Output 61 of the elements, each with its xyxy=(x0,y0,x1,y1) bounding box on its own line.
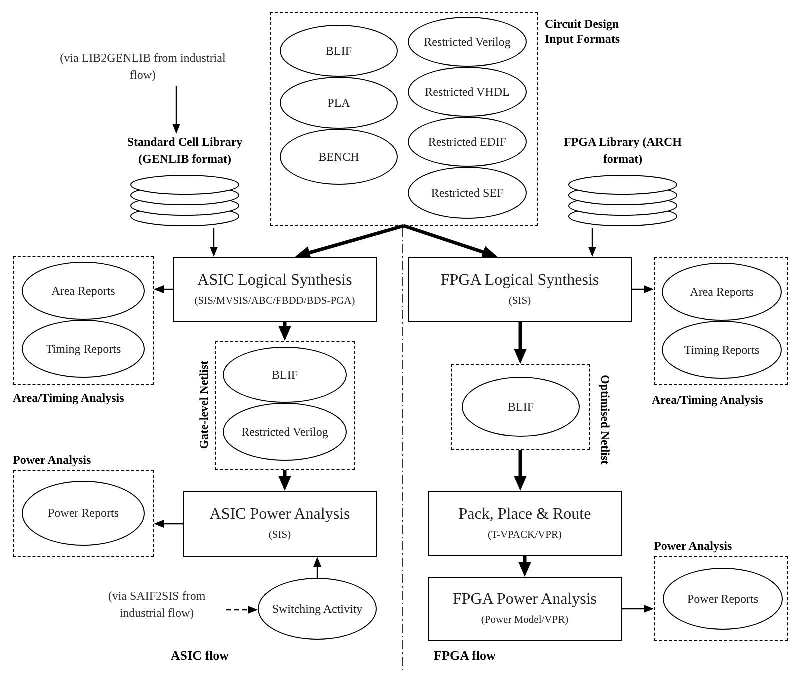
format-ellipse: Restricted SEF xyxy=(408,167,527,219)
format-ellipse: Timing Reports xyxy=(22,320,145,378)
tool-label: (SIS) xyxy=(508,294,532,308)
arrow xyxy=(210,228,218,257)
flow-label: FPGA flow xyxy=(433,647,497,665)
process-title: ASIC Power Analysis xyxy=(210,505,350,526)
process-box xyxy=(408,257,632,322)
tool-label: (T-VPACK/VPR) xyxy=(488,528,562,542)
process-box xyxy=(183,491,377,557)
group-heading: Power Analysis xyxy=(13,452,92,468)
format-ellipse: BLIF xyxy=(462,377,580,437)
group-heading: Area/Timing Analysis xyxy=(13,390,124,406)
format-ellipse: Power Reports xyxy=(663,568,783,630)
process-title: Pack, Place & Route xyxy=(458,504,592,525)
process-title: ASIC Logical Synthesis xyxy=(198,270,352,291)
arrow xyxy=(632,286,654,294)
group-heading: Power Analysis xyxy=(654,538,732,554)
process-box xyxy=(428,491,622,556)
tool-label: (SIS) xyxy=(268,529,292,543)
format-ellipse: BLIF xyxy=(223,347,347,403)
format-ellipse: Power Reports xyxy=(22,481,145,546)
arrow xyxy=(295,224,404,260)
format-ellipse: Switching Activity xyxy=(258,578,377,640)
group-heading: Area/Timing Analysis xyxy=(652,392,764,408)
arrow xyxy=(278,470,292,491)
arrow xyxy=(226,606,258,614)
tool-label: (SIS/MVSIS/ABC/FBDD/BDS-PGA) xyxy=(194,294,356,308)
arrow xyxy=(154,520,183,528)
arrow xyxy=(403,224,498,258)
format-ellipse: Restricted Verilog xyxy=(223,403,347,461)
arrow xyxy=(172,86,180,134)
format-ellipse: Restricted VHDL xyxy=(408,67,527,117)
process-title: FPGA Power Analysis xyxy=(452,590,598,610)
source-note: (via LIB2GENLIB from industrial flow) xyxy=(48,50,238,86)
process-box xyxy=(173,257,377,322)
arrow xyxy=(314,557,322,578)
format-ellipse: PLA xyxy=(280,77,398,129)
arrow xyxy=(278,322,292,341)
arrow xyxy=(154,286,173,294)
format-ellipse: Area Reports xyxy=(22,262,145,320)
group-heading: Optimised Netlist xyxy=(598,375,612,465)
format-ellipse: Restricted EDIF xyxy=(408,117,527,167)
arrow xyxy=(514,322,527,364)
process-box xyxy=(428,577,622,641)
arrow xyxy=(622,605,654,613)
arrow xyxy=(514,450,527,491)
arrow xyxy=(518,556,532,577)
source-note: (via SAIF2SIS from industrial flow) xyxy=(88,588,226,632)
group-heading: Gate-level Netlist xyxy=(196,361,212,450)
flow-label: ASIC flow xyxy=(170,647,230,665)
format-ellipse: BENCH xyxy=(280,129,398,185)
format-ellipse: Restricted Verilog xyxy=(408,17,527,67)
tool-label: (Power Model/VPR) xyxy=(481,614,569,628)
library-heading: Standard Cell Library (GENLIB format) xyxy=(126,134,244,167)
format-ellipse: Area Reports xyxy=(662,263,782,321)
format-ellipse: BLIF xyxy=(280,25,398,77)
library-heading: FPGA Library (ARCH format) xyxy=(563,134,683,167)
format-ellipse: Timing Reports xyxy=(662,321,782,379)
arrow xyxy=(588,228,596,257)
group-heading: Circuit Design Input Formats xyxy=(545,17,622,47)
process-title: FPGA Logical Synthesis xyxy=(440,270,600,291)
